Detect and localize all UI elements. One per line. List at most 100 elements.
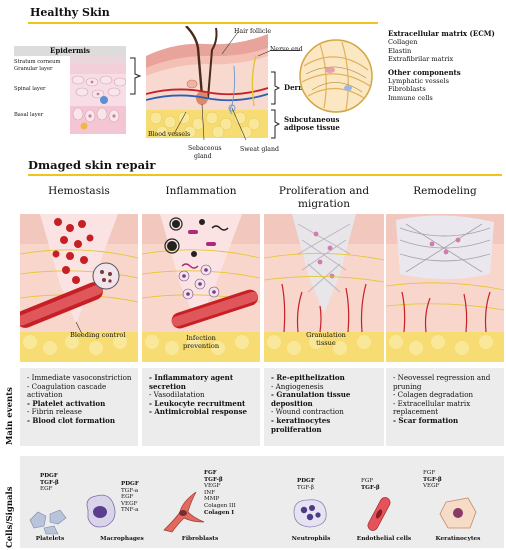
event-item: - keratinocytes (271, 415, 331, 425)
label-subcutaneous: Subcutaneous (284, 115, 340, 124)
neutrophil-illustration (293, 499, 327, 528)
callout-lines (173, 31, 273, 141)
event-item: - Extracellular matrix (393, 398, 471, 408)
event-item: activation (27, 390, 63, 400)
main-events-label: Main events (5, 387, 15, 445)
label-sebaceous: Sebaceous (188, 145, 222, 152)
epidermis-inset: Epidermis Stratum corneum Granular layer… (14, 46, 126, 134)
label-gland: gland (194, 153, 212, 160)
signal-item: INF (204, 489, 215, 496)
signal-item: EGF (121, 494, 134, 501)
layer-granular: Granular layer (14, 66, 53, 72)
ecm-connector (270, 50, 300, 51)
cell-name-keratinocytes: Keratinocytes (435, 536, 481, 542)
signal-item: TGF-a (121, 487, 139, 494)
event-item: replacement (393, 407, 439, 417)
keratinocyte-illustration (439, 497, 477, 529)
label-tissue: tissue (316, 339, 336, 347)
event-item: - Blood clot formation (27, 415, 115, 425)
signal-item: PDGF (297, 478, 315, 484)
signal-item: TNF-a (121, 507, 139, 514)
healthy-title-underline (28, 22, 378, 24)
signal-item: FGF (204, 470, 217, 476)
inflammation-panel (142, 214, 260, 362)
signal-item: VEGF (121, 500, 138, 507)
layer-basal: Basal layer (14, 112, 44, 118)
event-item: - Fibrin release (27, 407, 82, 417)
platelets-illustration (29, 509, 67, 535)
signal-item: FGF (423, 470, 436, 476)
event-item: - Platelet activation (27, 398, 106, 408)
signals-macrophages: PDGF TGF-a EGF VEGF TNF-a (121, 481, 139, 514)
label-infection: Infection (186, 334, 216, 342)
signal-item: PDGF (121, 481, 139, 487)
signal-item: FGF (361, 478, 374, 484)
label-adipose-tissue: adipose tissue (284, 123, 340, 132)
ecm-item: Collagen (388, 38, 418, 46)
other-components-title: Other components (388, 67, 461, 77)
signal-item: TGF-β (361, 484, 380, 491)
event-item: pruning (393, 381, 422, 391)
cell-name-neutrophils: Neutrophils (291, 536, 331, 542)
event-item: - Immediate vasoconstriction (27, 373, 132, 382)
endothelial-illustration (367, 497, 391, 531)
event-item: - Neovessel regression and (393, 373, 491, 382)
label-granulation: Granulation (306, 331, 346, 339)
label-hair-follicle: Hair follicle (234, 28, 272, 35)
cell-name-fibroblasts: Fibroblasts (181, 536, 219, 542)
event-item: secretion (149, 381, 186, 391)
hemostasis-panel (20, 214, 138, 362)
dermis-brackets (271, 71, 280, 139)
signals-fibroblasts: FGF TGF-β VEGF INF MMP Colagen III Colag… (204, 470, 236, 516)
ecm-item: Extrafibrilar matrix (388, 55, 454, 64)
cell-name-endothelial: Endothelial cells (356, 536, 412, 542)
signal-item: Colagen I (204, 509, 235, 516)
ecm-magnified-circle (299, 39, 373, 113)
label-nerve-end: Nerve end (270, 46, 303, 53)
event-item: proliferation (271, 424, 322, 434)
signals-endothelial: FGF TGF-β (361, 478, 380, 491)
stage-remodeling: Remodeling (413, 185, 477, 197)
event-item: - Angiogenesis (271, 381, 324, 391)
event-item: - Inflammatory agent (149, 373, 234, 382)
other-component-item: Fibroblasts (388, 85, 426, 94)
events-hemostasis: - Immediate vasoconstriction - Coagulati… (20, 368, 138, 446)
label-prevention: prevention (182, 342, 220, 350)
stage-inflammation: Inflammation (165, 185, 237, 197)
remodeling-panel (386, 214, 504, 362)
signals-keratinocytes: FGF TGF-β VEGF (423, 470, 442, 490)
event-item: - Wound contraction (271, 407, 344, 417)
signal-item: TGF-β (40, 479, 59, 486)
ecm-item: Elastin (388, 46, 412, 55)
other-component-item: Lymphatic vessels (388, 76, 449, 85)
signal-item: Colagen III (204, 502, 236, 509)
event-item: - Coagulation cascade (27, 381, 107, 391)
event-item: deposition (271, 398, 313, 408)
layer-spinal: Spinal layer (14, 86, 46, 92)
cells-signals-label: Cells/Signals (5, 486, 15, 548)
events-inflammation: - Inflammatory agent secretion - Vasodil… (142, 368, 260, 446)
signals-platelets: PDGF TGF-β EGF (40, 473, 59, 493)
signal-item: EGF (40, 486, 53, 493)
stage-proliferation: Proliferation and (278, 185, 370, 197)
repair-title-underline (28, 174, 502, 176)
signal-item: TGF-β (204, 476, 223, 483)
signal-item: MMP (204, 496, 220, 503)
epidermis-layers-illustration (70, 56, 126, 134)
stage-migration: migration (298, 198, 350, 210)
epidermis-bracket (130, 57, 142, 95)
events-remodeling: - Neovessel regression and pruning - Col… (386, 368, 504, 446)
healthy-skin-title: Healthy Skin (30, 6, 110, 19)
label-dermis: Dermis (284, 83, 313, 92)
event-item: - Granulation tissue (271, 390, 351, 400)
label-blood-vessels: Blood vessels (148, 131, 191, 138)
epidermis-label: Epidermis (50, 46, 90, 55)
cell-name-macrophages: Macrophages (100, 536, 144, 542)
events-proliferation: - Re-epithelization - Angiogenesis - Gra… (264, 368, 384, 446)
proliferation-panel (264, 214, 384, 362)
event-item: - Colagen degradation (393, 390, 474, 400)
signal-item: TGF-β (297, 484, 314, 491)
fibroblast-illustration (163, 491, 205, 533)
ecm-text-block: Extracellular matrix (ECM) Collagen Elas… (388, 29, 503, 103)
event-item: - Vasodilatation (149, 390, 205, 400)
